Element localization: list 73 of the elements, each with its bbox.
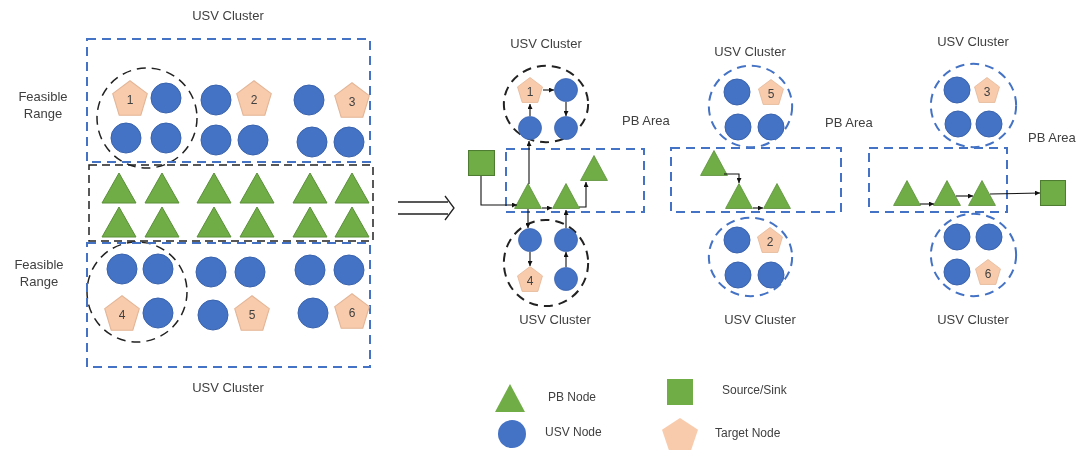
pb-node [514,183,542,209]
arrow [989,190,1041,196]
target-node: 2 [757,227,783,253]
group-title: USV Cluster [724,312,796,327]
pb-area-boundary [868,147,1008,213]
arrow [919,201,935,207]
pb-node [893,180,921,206]
target-node: 5 [234,295,270,331]
arrow [563,251,569,268]
group-title: PB Area [622,113,670,128]
group-title: USV Cluster [937,312,1009,327]
usv-node [518,228,542,252]
arrow [542,87,555,93]
arrow [752,205,764,211]
pb-node [725,183,753,209]
group-title: USV Cluster [519,312,591,327]
pb-node [700,150,728,176]
usv-node [554,116,578,140]
arrow [955,193,974,199]
target-node: 5 [758,79,784,105]
arrow [541,205,553,211]
legend-text: USV Node [545,425,602,439]
group-title: USV Cluster [192,380,264,395]
usv-cluster-circle [503,219,589,307]
legend-text: Target Node [715,426,781,440]
usv-cluster-circle [930,213,1017,297]
pb-area-boundary [670,147,842,213]
arrow [723,173,742,184]
target-node: 3 [974,77,1000,103]
source-sink-node [1040,180,1066,206]
target-node: 3 [334,82,370,118]
usv-node [554,78,578,102]
target-node: 6 [334,293,370,329]
pb-area-boundary [505,148,645,213]
arrow [526,140,532,185]
pb-node [968,180,996,206]
group-title: USV Cluster [192,8,264,23]
target-node: 4 [517,266,543,292]
arrow [527,251,533,267]
arrow [563,209,569,229]
group-title: USV Cluster [937,34,1009,49]
usv-node [518,116,542,140]
usv-cluster-boundary [86,38,371,163]
usv-node [554,267,578,291]
region-label: Feasible Range [13,256,65,290]
usv-cluster-circle [708,65,793,148]
target-node: 4 [104,295,140,331]
usv-node [554,228,578,252]
pb-node [580,155,608,181]
usv-cluster-circle [708,217,793,297]
target-node: 1 [517,77,543,103]
pb-node [763,183,791,209]
source-sink-node [468,150,495,176]
group-title: USV Cluster [714,44,786,59]
usv-cluster-boundary [86,242,371,368]
pb-node [552,183,580,209]
arrow [525,208,531,229]
legend-text: PB Node [548,390,597,404]
arrow [563,101,569,117]
region-label: Feasible Range [17,88,69,122]
target-node: 6 [975,259,1001,285]
group-title: PB Area [825,115,873,130]
arrow [527,103,533,117]
usv-cluster-circle [503,65,589,143]
arrow [480,175,518,208]
target-node: 1 [112,80,148,116]
arrow [578,181,589,208]
usv-cluster-circle [930,63,1017,148]
target-node: 2 [236,80,272,116]
legend-text: Source/Sink [722,383,787,397]
group-title: USV Cluster [510,36,582,51]
pb-node [933,180,961,206]
group-title: PB Area [1028,130,1076,145]
